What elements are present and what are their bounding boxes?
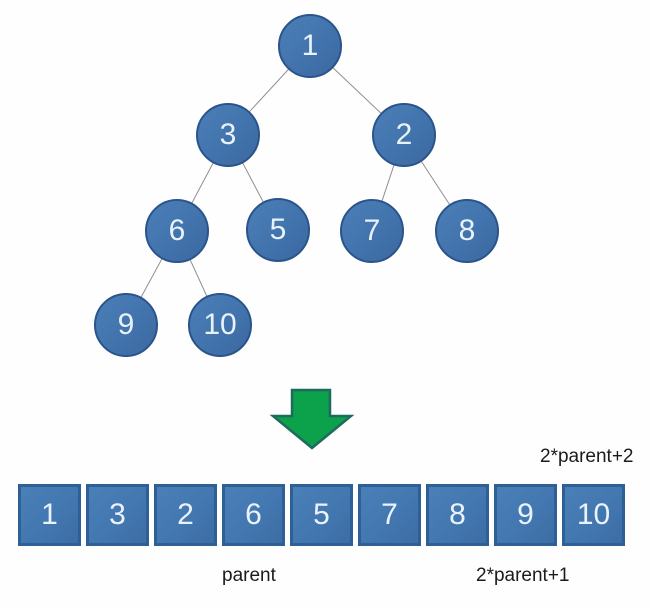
tree-node-value: 9 bbox=[117, 308, 135, 341]
tree-node-value: 6 bbox=[168, 214, 186, 247]
array-cell-3: 6 bbox=[222, 484, 285, 546]
tree-node-8: 8 bbox=[435, 199, 499, 263]
tree-node-value: 5 bbox=[269, 213, 287, 246]
array-cell-6: 8 bbox=[426, 484, 489, 546]
array-cell-4: 5 bbox=[290, 484, 353, 546]
tree-node-10: 10 bbox=[188, 293, 252, 357]
tree-node-value: 7 bbox=[363, 214, 381, 247]
tree-node-6: 6 bbox=[145, 199, 209, 263]
tree-node-value: 2 bbox=[395, 118, 413, 151]
tree-edges bbox=[125, 45, 468, 326]
tree-node-value: 1 bbox=[301, 29, 319, 62]
array-cell-1: 3 bbox=[86, 484, 149, 546]
array-cell-2: 2 bbox=[154, 484, 217, 546]
array-cell-7: 9 bbox=[494, 484, 557, 546]
array-cell-5: 7 bbox=[358, 484, 421, 546]
label-parent: parent bbox=[222, 565, 276, 586]
tree-node-7: 7 bbox=[340, 199, 404, 263]
label-child-right-formula: 2*parent+2 bbox=[540, 446, 634, 467]
tree-node-1: 1 bbox=[278, 14, 342, 78]
tree-node-5: 5 bbox=[246, 198, 310, 262]
tree-node-value: 10 bbox=[203, 308, 237, 341]
tree-node-value: 3 bbox=[219, 118, 237, 151]
array-cell-0: 1 bbox=[18, 484, 81, 546]
tree-node-9: 9 bbox=[94, 293, 158, 357]
array-cell-8: 10 bbox=[562, 484, 625, 546]
down-arrow-icon bbox=[269, 388, 355, 450]
tree-node-2: 2 bbox=[372, 103, 436, 167]
array-row: 1 3 2 6 5 7 8 9 10 bbox=[18, 484, 625, 546]
label-child-left-formula: 2*parent+1 bbox=[476, 565, 570, 586]
tree-node-value: 8 bbox=[458, 214, 476, 247]
tree-node-3: 3 bbox=[196, 103, 260, 167]
